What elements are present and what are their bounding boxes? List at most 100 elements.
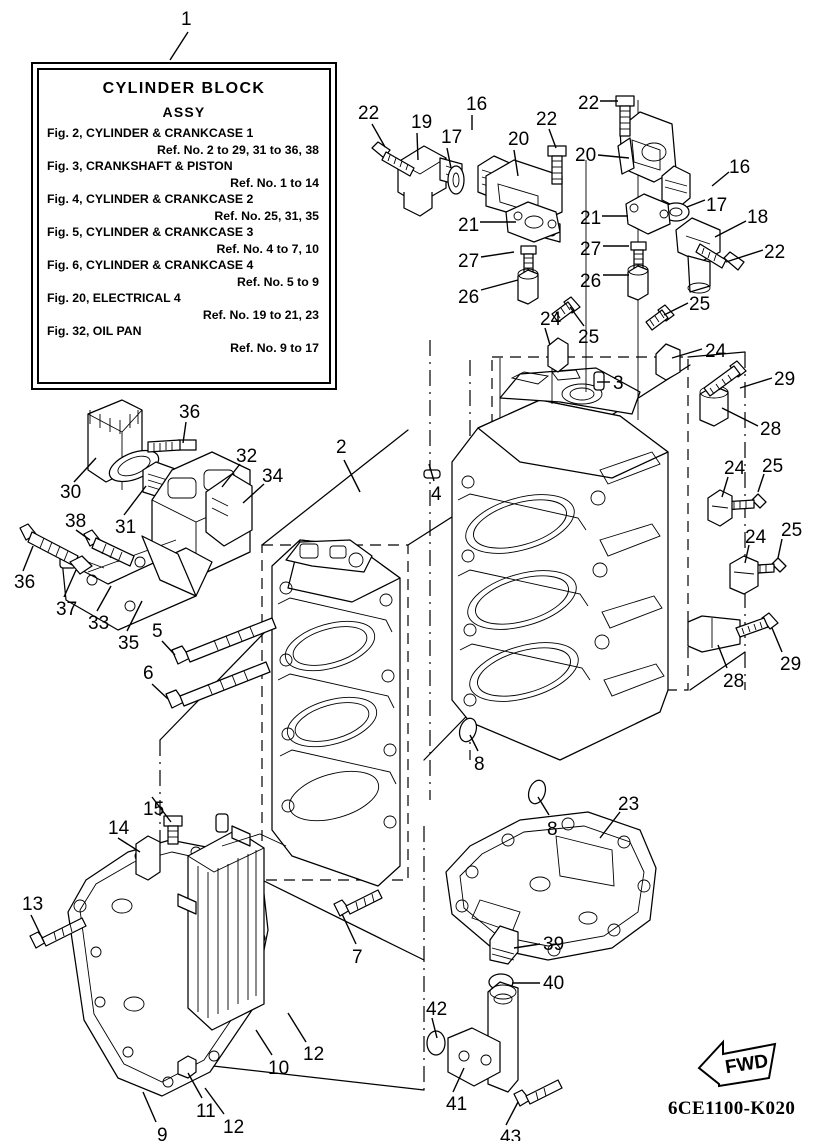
legend-ref-4: Ref. No. 5 to 9	[237, 274, 319, 289]
thermostat-assembly-left	[397, 145, 563, 305]
callout-c24c: 24	[724, 458, 746, 479]
callout-c22: 22	[358, 103, 380, 124]
leader-line-25	[777, 538, 783, 559]
callout-c13: 13	[22, 894, 44, 915]
leader-line-28	[721, 407, 759, 427]
callout-c30: 30	[60, 482, 82, 503]
leader-line-16	[711, 171, 730, 187]
callout-c31: 31	[115, 517, 137, 538]
callout-c3: 3	[613, 373, 624, 394]
callout-c21b: 21	[580, 208, 602, 229]
leader-line-22	[548, 128, 557, 149]
leader-line-25	[663, 302, 689, 316]
callout-c24d: 24	[745, 527, 767, 548]
leader-line-36	[22, 545, 34, 572]
callout-c36: 36	[179, 402, 201, 423]
leader-line-8	[537, 796, 550, 816]
legend-fig-3: Fig. 5, CYLINDER & CRANKCASE 3	[47, 225, 254, 239]
leader-line-17	[446, 147, 452, 169]
leader-line-34	[242, 483, 265, 504]
leader-line-41	[452, 1067, 465, 1093]
callout-c25: 25	[578, 327, 600, 348]
callout-c10: 10	[268, 1058, 290, 1079]
callout-c2: 2	[336, 437, 347, 458]
legend-ref-3: Ref. No. 4 to 7, 10	[216, 241, 319, 256]
leader-line-24	[671, 348, 703, 359]
oil-filter	[87, 399, 160, 490]
leader-line-23	[599, 811, 621, 839]
callout-c6: 6	[143, 663, 154, 684]
callout-c26b: 26	[580, 271, 602, 292]
callout-c11: 11	[196, 1101, 216, 1122]
callout-c33: 33	[88, 613, 110, 634]
leader-line-7	[341, 913, 357, 945]
callout-c15: 15	[143, 799, 165, 820]
callout-c12: 12	[303, 1044, 325, 1065]
callout-c19: 19	[411, 112, 433, 133]
leader-line-42	[431, 1017, 438, 1039]
legend-ref-1: Ref. No. 1 to 14	[230, 175, 319, 190]
callout-c21: 21	[458, 215, 480, 236]
callout-c34: 34	[262, 466, 284, 487]
legend-subtitle: ASSY	[162, 104, 206, 120]
callout-c37: 37	[56, 599, 78, 620]
diagram-part-number: 6CE1100-K020	[668, 1098, 796, 1119]
legend-ref-6: Ref. No. 9 to 17	[230, 340, 319, 355]
leader-line-20	[513, 149, 519, 177]
leader-line-31	[123, 485, 147, 516]
callout-c36b: 36	[14, 572, 36, 593]
callout-c8b: 8	[547, 819, 558, 840]
legend-ref-2: Ref. No. 25, 31, 35	[214, 208, 319, 223]
callout-c17: 17	[441, 127, 463, 148]
callout-c38: 38	[65, 511, 87, 532]
cylinder-block-body	[423, 100, 669, 761]
legend-title: CYLINDER BLOCK	[102, 80, 266, 97]
callout-c40: 40	[543, 973, 565, 994]
leader-line-1	[169, 31, 189, 61]
callout-c43: 43	[500, 1127, 522, 1141]
legend-fig-6: Fig. 32, OIL PAN	[47, 324, 142, 338]
legend-fig-2: Fig. 4, CYLINDER & CRANKCASE 2	[47, 192, 254, 206]
legend-entry-list: Fig. 2, CYLINDER & CRANKCASE 1 Ref. No. …	[45, 125, 323, 356]
callout-c7: 7	[352, 947, 363, 968]
callout-c16b: 16	[729, 157, 751, 178]
leader-line-25	[569, 306, 585, 327]
legend-ref-5: Ref. No. 19 to 21, 23	[202, 307, 319, 322]
leader-line-33	[96, 585, 112, 612]
leader-line-35	[126, 600, 143, 632]
callout-c9: 9	[157, 1125, 168, 1141]
leader-line-37	[63, 569, 77, 598]
callout-c20: 20	[508, 129, 530, 150]
callout-c4: 4	[431, 484, 442, 505]
callout-c24: 24	[540, 309, 562, 330]
leader-line-8	[469, 734, 479, 752]
callout-c39: 39	[543, 934, 565, 955]
callout-c28: 28	[760, 419, 782, 440]
leader-line-13	[30, 914, 45, 943]
callout-c18: 18	[747, 207, 769, 228]
legend-fig-0: Fig. 2, CYLINDER & CRANKCASE 1	[47, 126, 254, 140]
leader-line-28	[717, 644, 728, 669]
leader-line-19	[416, 132, 419, 161]
callout-c35: 35	[118, 633, 140, 654]
callout-c25b: 25	[689, 294, 711, 315]
leader-line-39	[513, 943, 541, 949]
mount-plate	[59, 535, 213, 631]
leader-line-24	[721, 476, 729, 498]
leader-line-17	[686, 199, 706, 208]
callout-c12b: 12	[223, 1117, 245, 1138]
legend-fig-5: Fig. 20, ELECTRICAL 4	[47, 291, 181, 305]
legend-fig-1: Fig. 3, CRANKSHAFT & PISTON	[47, 159, 233, 173]
callout-c20b: 20	[575, 145, 597, 166]
bolt-27-right	[630, 241, 647, 275]
leader-line-6	[151, 683, 169, 700]
callout-c22c: 22	[578, 93, 600, 114]
leader-line-32	[221, 463, 241, 488]
leader-line-18	[714, 220, 747, 238]
callout-c29b: 29	[780, 654, 802, 675]
leader-line-4	[428, 463, 435, 482]
thermostat-assembly-right	[617, 111, 721, 301]
callout-c32: 32	[236, 446, 258, 467]
legend-box: CYLINDER BLOCK ASSY Fig. 2, CYLINDER & C…	[31, 62, 337, 390]
